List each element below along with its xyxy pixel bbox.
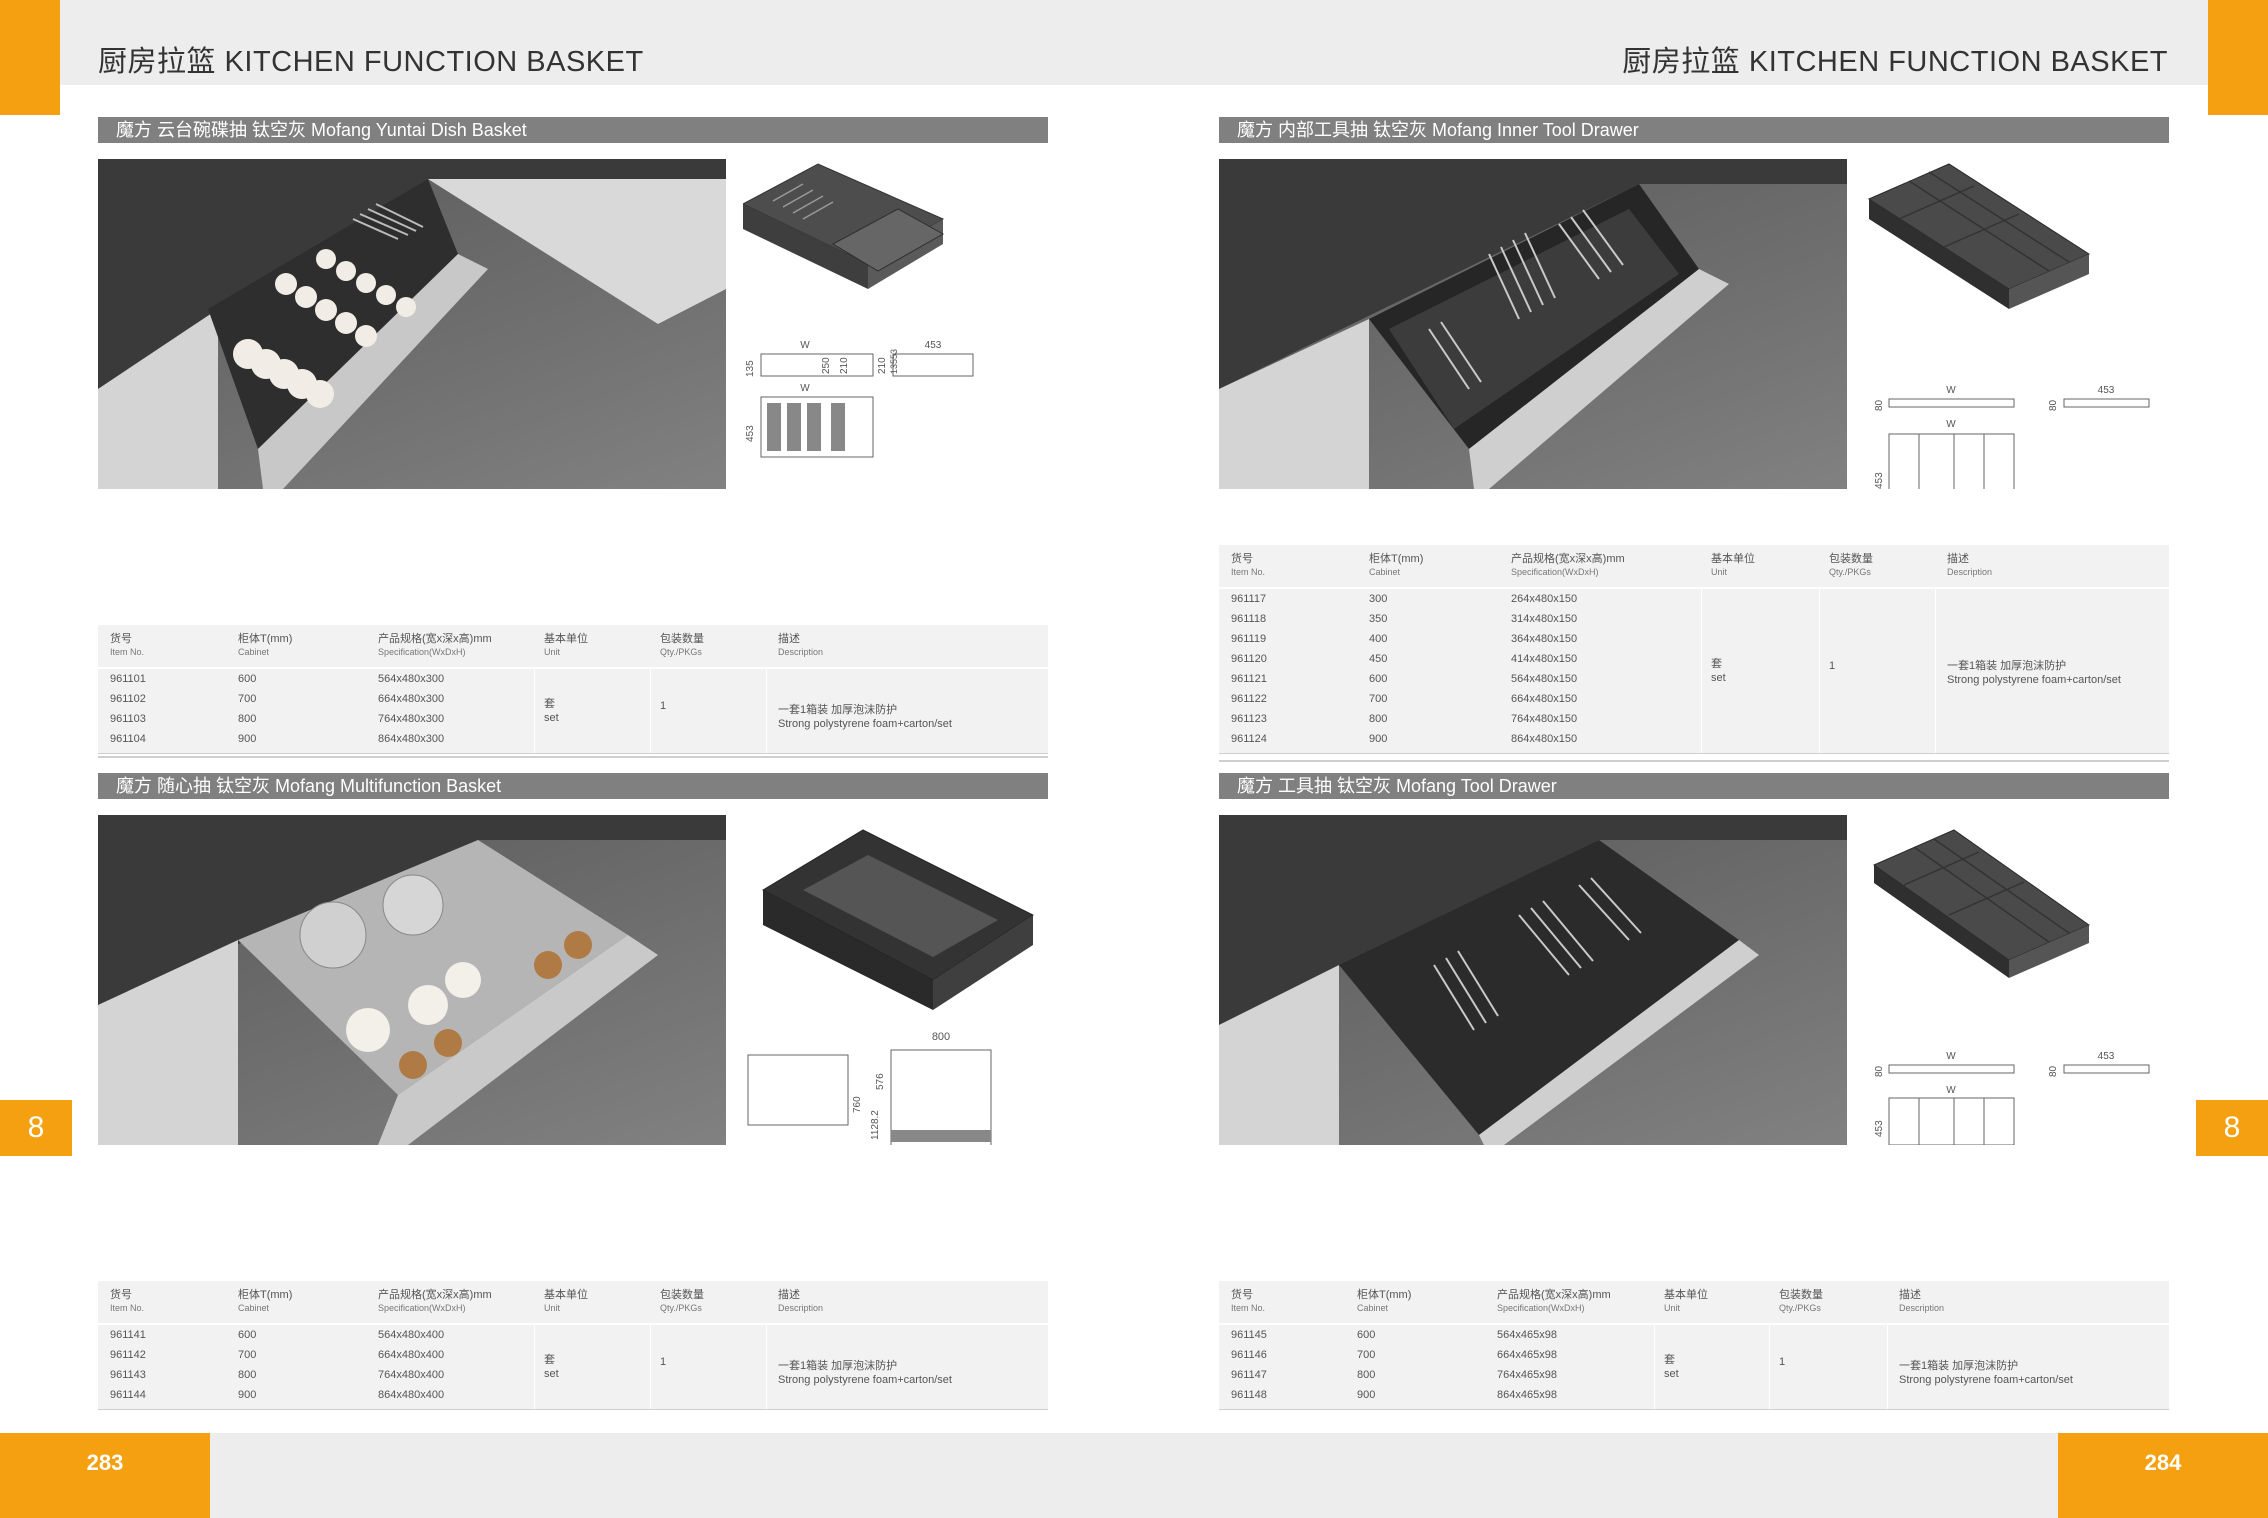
dim-depth-453: 453: [2098, 385, 2115, 396]
col-cabinet: 柜体T(mm)Cabinet: [238, 633, 293, 657]
dim-h250: 250: [821, 357, 832, 374]
diagram-inner-tool-drawer: W W 453 80 80 453: [1864, 159, 2169, 515]
section-yuntai-dish-basket: 魔方 云台碗碟抽 钛空灰 Mofang Yuntai Dish Basket: [98, 117, 1048, 757]
section-title: 魔方 云台碗碟抽 钛空灰 Mofang Yuntai Dish Basket: [98, 117, 1048, 143]
header-accent-left: [0, 0, 60, 115]
section-tool-drawer: 魔方 工具抽 钛空灰 Mofang Tool Drawer: [1219, 773, 2169, 1413]
dim-w800: 800: [932, 1031, 950, 1043]
section-multifunction-basket: 魔方 随心抽 钛空灰 Mofang Multifunction Basket 8…: [98, 773, 1048, 1413]
dim-w-bottom: W: [1946, 1085, 1956, 1096]
dim-w-top: W: [800, 340, 810, 351]
dim-h1128: 1128.2: [870, 1110, 881, 1140]
dim-w-top: W: [1946, 385, 1956, 396]
dim-h135b: 135: [889, 359, 899, 374]
section-title: 魔方 随心抽 钛空灰 Mofang Multifunction Basket: [98, 773, 1048, 799]
qty-value: 1: [660, 700, 667, 712]
dim-h135: 135: [745, 360, 756, 377]
page-title-left: 厨房拉篮 KITCHEN FUNCTION BASKET: [98, 46, 644, 78]
dim-h576: 576: [875, 1073, 886, 1090]
chapter-tab-left: 8: [0, 1100, 72, 1156]
diagram-multifunction-basket: 800 576 760 1128.2: [743, 815, 1048, 1151]
dim-h80a: 80: [1874, 1065, 1885, 1077]
dim-h53: 53: [889, 349, 899, 359]
page-number-right: 284: [2058, 1433, 2268, 1518]
dim-w-top: W: [1946, 1051, 1956, 1062]
footer-band: [0, 1433, 2268, 1518]
section-inner-tool-drawer: 魔方 内部工具抽 钛空灰 Mofang Inner Tool Drawer: [1219, 117, 2169, 757]
section-title: 魔方 工具抽 钛空灰 Mofang Tool Drawer: [1219, 773, 2169, 799]
product-photo-multifunction-basket: [98, 815, 726, 1145]
dim-h80a: 80: [1874, 399, 1885, 411]
chapter-tab-right: 8: [2196, 1100, 2268, 1156]
dim-depth-453-plan: 453: [1874, 472, 1885, 489]
section-title: 魔方 内部工具抽 钛空灰 Mofang Inner Tool Drawer: [1219, 117, 2169, 143]
dim-h210a: 210: [839, 357, 850, 374]
diagram-dish-basket: W W 453 135 250 210 210 135 53 453: [741, 159, 1048, 489]
page-number-left: 283: [0, 1433, 210, 1518]
product-photo-dish-basket: [98, 159, 726, 489]
product-photo-tool-drawer: [1219, 815, 1847, 1145]
dim-depth-453-plan: 453: [745, 425, 756, 442]
page-title-right: 厨房拉篮 KITCHEN FUNCTION BASKET: [1622, 46, 2168, 78]
dim-h760: 760: [852, 1096, 863, 1113]
dim-depth-453: 453: [2098, 1051, 2115, 1062]
dim-w-bottom: W: [1946, 419, 1956, 430]
dim-h80b: 80: [2048, 1065, 2059, 1077]
dim-h210b: 210: [877, 357, 888, 374]
diagram-tool-drawer: W W 453 80 80 453: [1864, 815, 2169, 1146]
dim-w-bottom: W: [800, 383, 810, 394]
section-divider: [98, 756, 1048, 758]
header-accent-right: [2208, 0, 2268, 115]
dim-h80b: 80: [2048, 399, 2059, 411]
dim-depth-453: 453: [925, 340, 942, 351]
product-photo-inner-tool-drawer: [1219, 159, 1847, 489]
header-band: [0, 0, 2268, 85]
dim-depth-453-plan: 453: [1874, 1120, 1885, 1137]
section-divider: [1219, 760, 2169, 762]
